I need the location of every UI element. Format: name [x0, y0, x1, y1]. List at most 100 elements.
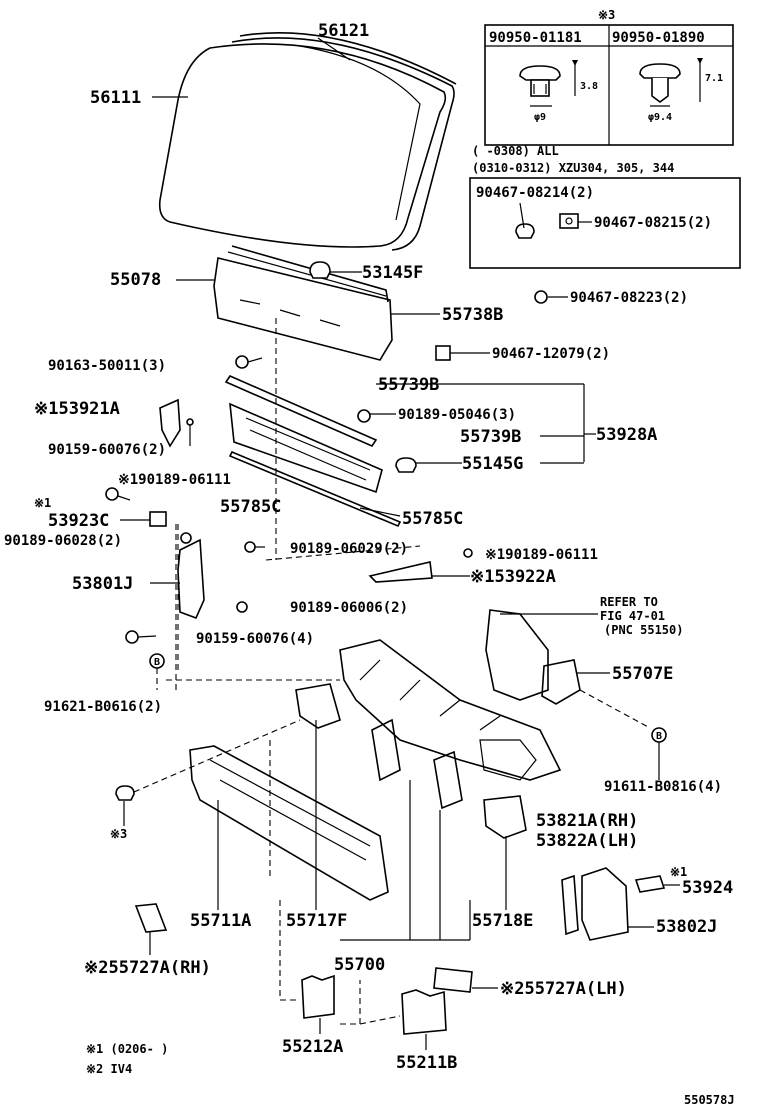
label-53801J: 53801J [72, 574, 133, 594]
pad-55211B [401, 989, 447, 1035]
label-53145F: 53145F [362, 263, 423, 283]
clip2-height: 7.1 [705, 73, 723, 84]
lamp-cover-53922A [368, 561, 433, 583]
label-55212A: 55212A [282, 1037, 343, 1057]
clip-90189-06028-icon [180, 532, 192, 544]
leader-56121 [317, 37, 351, 61]
label-91621-B0616: 91621-B0616(2) [44, 699, 162, 715]
label-56121: 56121 [318, 21, 369, 41]
refer-to-text: REFER TO [600, 595, 658, 609]
label-53924: 53924 [682, 878, 733, 898]
side-panel-bracket [485, 609, 549, 701]
label-53922A: ※153922A [470, 567, 556, 587]
label-55739B-upper: 55739B [378, 375, 439, 395]
applicability-line-1: ( -0308) ALL [472, 144, 559, 158]
ref-circle-b-left-text: B [154, 657, 160, 668]
bracket-53923C [149, 511, 167, 527]
label-55145G: 55145G [462, 454, 523, 474]
bolt-90159-60076-4-icon [125, 630, 157, 644]
grille-panel [229, 402, 383, 494]
label-90189-06028: 90189-06028(2) [4, 533, 122, 549]
mark-3: ※3 [110, 827, 127, 841]
label-55717F: 55717F [286, 911, 347, 931]
windshield-glass [158, 32, 457, 251]
clip-icon-2 [639, 58, 703, 107]
pad-55727A-lh [433, 967, 473, 993]
clip-55145G-icon [395, 457, 417, 473]
label-90189-06111-b: ※190189-06111 [485, 547, 598, 563]
clip-90189-06006-icon [236, 601, 248, 613]
label-55718E: 55718E [472, 911, 533, 931]
cowl-lower-55711A [189, 745, 389, 901]
bracket-55717F [295, 683, 341, 729]
bracket-53821A [483, 795, 527, 839]
clip-53145F-icon [309, 261, 331, 279]
bracket-55707E [541, 659, 581, 705]
label-56111: 56111 [90, 88, 141, 108]
screw-90189-06111-b-icon [463, 548, 473, 558]
label-90467-12079: 90467-12079(2) [492, 346, 610, 362]
label-55078: 55078 [110, 270, 161, 290]
refer-to-fig: FIG 47-01 [600, 609, 665, 623]
label-53822A: 53822A(LH) [536, 831, 638, 851]
footnote-1: ※1 (0206- ) [86, 1042, 168, 1056]
clip-90467-08214-icon [515, 223, 535, 239]
ref-circle-b-right-text: B [656, 731, 662, 742]
pad-55727A-rh [134, 903, 168, 933]
label-53928A: 53928A [596, 425, 657, 445]
footnote-2: ※2 IV4 [86, 1062, 132, 1076]
clip-90189-05046-icon [357, 409, 371, 423]
label-53821A: 53821A(RH) [536, 811, 638, 831]
label-90163-50011: 90163-50011(3) [48, 358, 166, 374]
label-90189-06029: 90189-06029(2) [290, 541, 408, 557]
label-90189-06006: 90189-06006(2) [290, 600, 408, 616]
clip1-height: 3.8 [580, 81, 598, 92]
nut-90467-12079-icon [435, 345, 451, 361]
label-90159-60076-4: 90159-60076(4) [196, 631, 314, 647]
label-55700: 55700 [334, 955, 385, 975]
label-90189-05046: 90189-05046(3) [398, 407, 516, 423]
inset-col2-label: 90950-01890 [612, 30, 705, 46]
label-90467-08223: 90467-08223(2) [570, 290, 688, 306]
label-55211B: 55211B [396, 1053, 457, 1073]
pad-55212A [301, 974, 335, 1019]
molding-55785C [228, 450, 402, 528]
clip1-diameter: φ9 [534, 112, 546, 123]
clip-53924-icon [634, 875, 666, 893]
label-90467-08215: 90467-08215(2) [594, 215, 712, 231]
bolt-90159-60076-icon [105, 487, 131, 501]
cowl-top-panel [213, 245, 393, 361]
label-55707E: 55707E [612, 664, 673, 684]
clip-option-box [469, 177, 741, 269]
panel-53802J [561, 867, 629, 941]
clip-90467-08223-icon [534, 290, 548, 304]
label-55739B-lower: 55739B [460, 427, 521, 447]
label-55785C-b: 55785C [402, 509, 463, 529]
bolt-90163-50011-icon [235, 355, 263, 369]
clip-90189-06029-icon [244, 541, 265, 553]
label-90467-08214: 90467-08214(2) [476, 185, 594, 201]
refer-to-pnc: (PNC 55150) [604, 623, 683, 637]
applicability-line-2: (0310-0312) XZU304, 305, 344 [472, 161, 674, 175]
grille-upper-molding [224, 374, 378, 448]
cowl-panel-55700 [339, 639, 562, 810]
label-90189-06111-a: ※190189-06111 [118, 472, 231, 488]
mark-1-b: ※1 [670, 865, 687, 879]
clip-icon-1 [519, 60, 578, 107]
clip-spec-table: ※3 90950-01181 90950-01890 3.8 φ9 7.1 φ9… [484, 8, 734, 146]
inset-col1-label: 90950-01181 [489, 30, 582, 46]
clip2-diameter: φ9.4 [648, 112, 672, 123]
label-53921A: ※153921A [34, 399, 120, 419]
bracket-53801J [177, 538, 205, 620]
diagram-code: 550578J [684, 1093, 735, 1107]
label-55727A-lh: ※255727A(LH) [500, 979, 627, 999]
washer-3-icon [115, 785, 135, 801]
label-55738B: 55738B [442, 305, 503, 325]
label-55727A-rh: ※255727A(RH) [84, 958, 211, 978]
label-90159-60076-2: 90159-60076(2) [48, 442, 166, 458]
label-55785C-a: 55785C [220, 497, 281, 517]
label-53802J: 53802J [656, 917, 717, 937]
inset-note-mark: ※3 [598, 8, 615, 22]
